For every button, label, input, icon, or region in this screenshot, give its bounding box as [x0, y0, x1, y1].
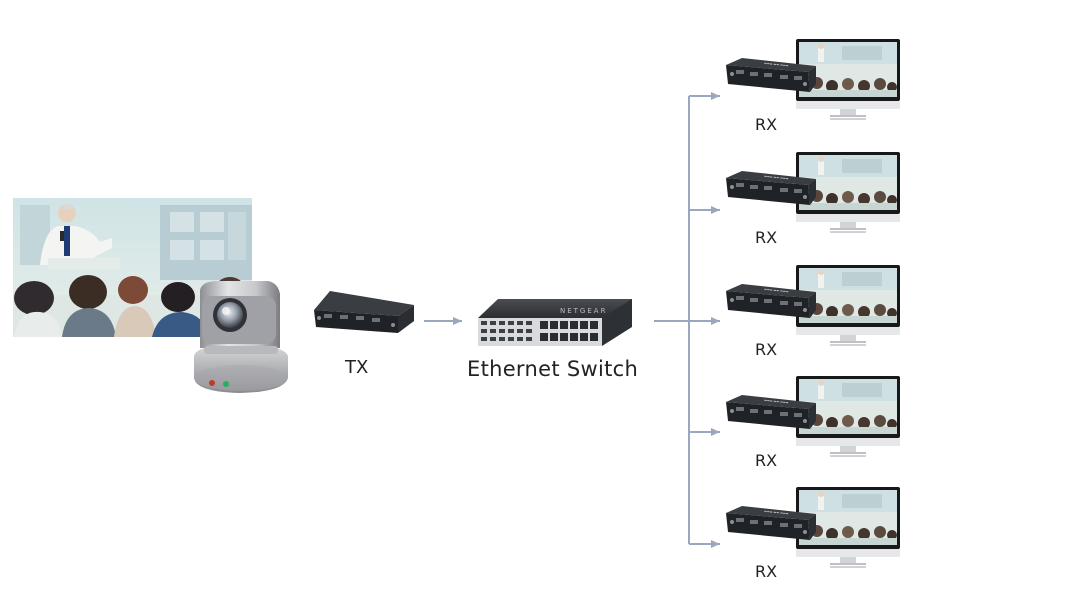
receiver-display-3 — [726, 265, 900, 346]
receiver-display-1 — [726, 39, 900, 120]
receiver-box-icon — [726, 39, 900, 120]
ethernet-switch-label: Ethernet Switch — [467, 357, 639, 381]
receiver-box-icon — [726, 487, 900, 568]
transmitter-box-icon — [314, 291, 414, 333]
receiver-box-icon — [726, 376, 900, 457]
rx-label-1: RX — [755, 115, 778, 134]
svg-text:NETGEAR: NETGEAR — [560, 307, 607, 315]
rx-label-3: RX — [755, 340, 778, 359]
connectors — [424, 92, 720, 548]
receiver-display-2 — [726, 152, 900, 233]
receiver-display-5 — [726, 487, 900, 568]
network-switch-icon: NETGEAR — [478, 299, 632, 346]
receiver-display-4 — [726, 376, 900, 457]
rx-label-2: RX — [755, 228, 778, 247]
rx-label-4: RX — [755, 451, 778, 470]
rx-label-5: RX — [755, 562, 778, 581]
ptz-camera-icon — [194, 281, 288, 393]
tx-label: TX — [345, 357, 369, 378]
receiver-box-icon — [726, 265, 900, 346]
presenter-photo — [13, 198, 252, 337]
receiver-box-icon — [726, 152, 900, 233]
